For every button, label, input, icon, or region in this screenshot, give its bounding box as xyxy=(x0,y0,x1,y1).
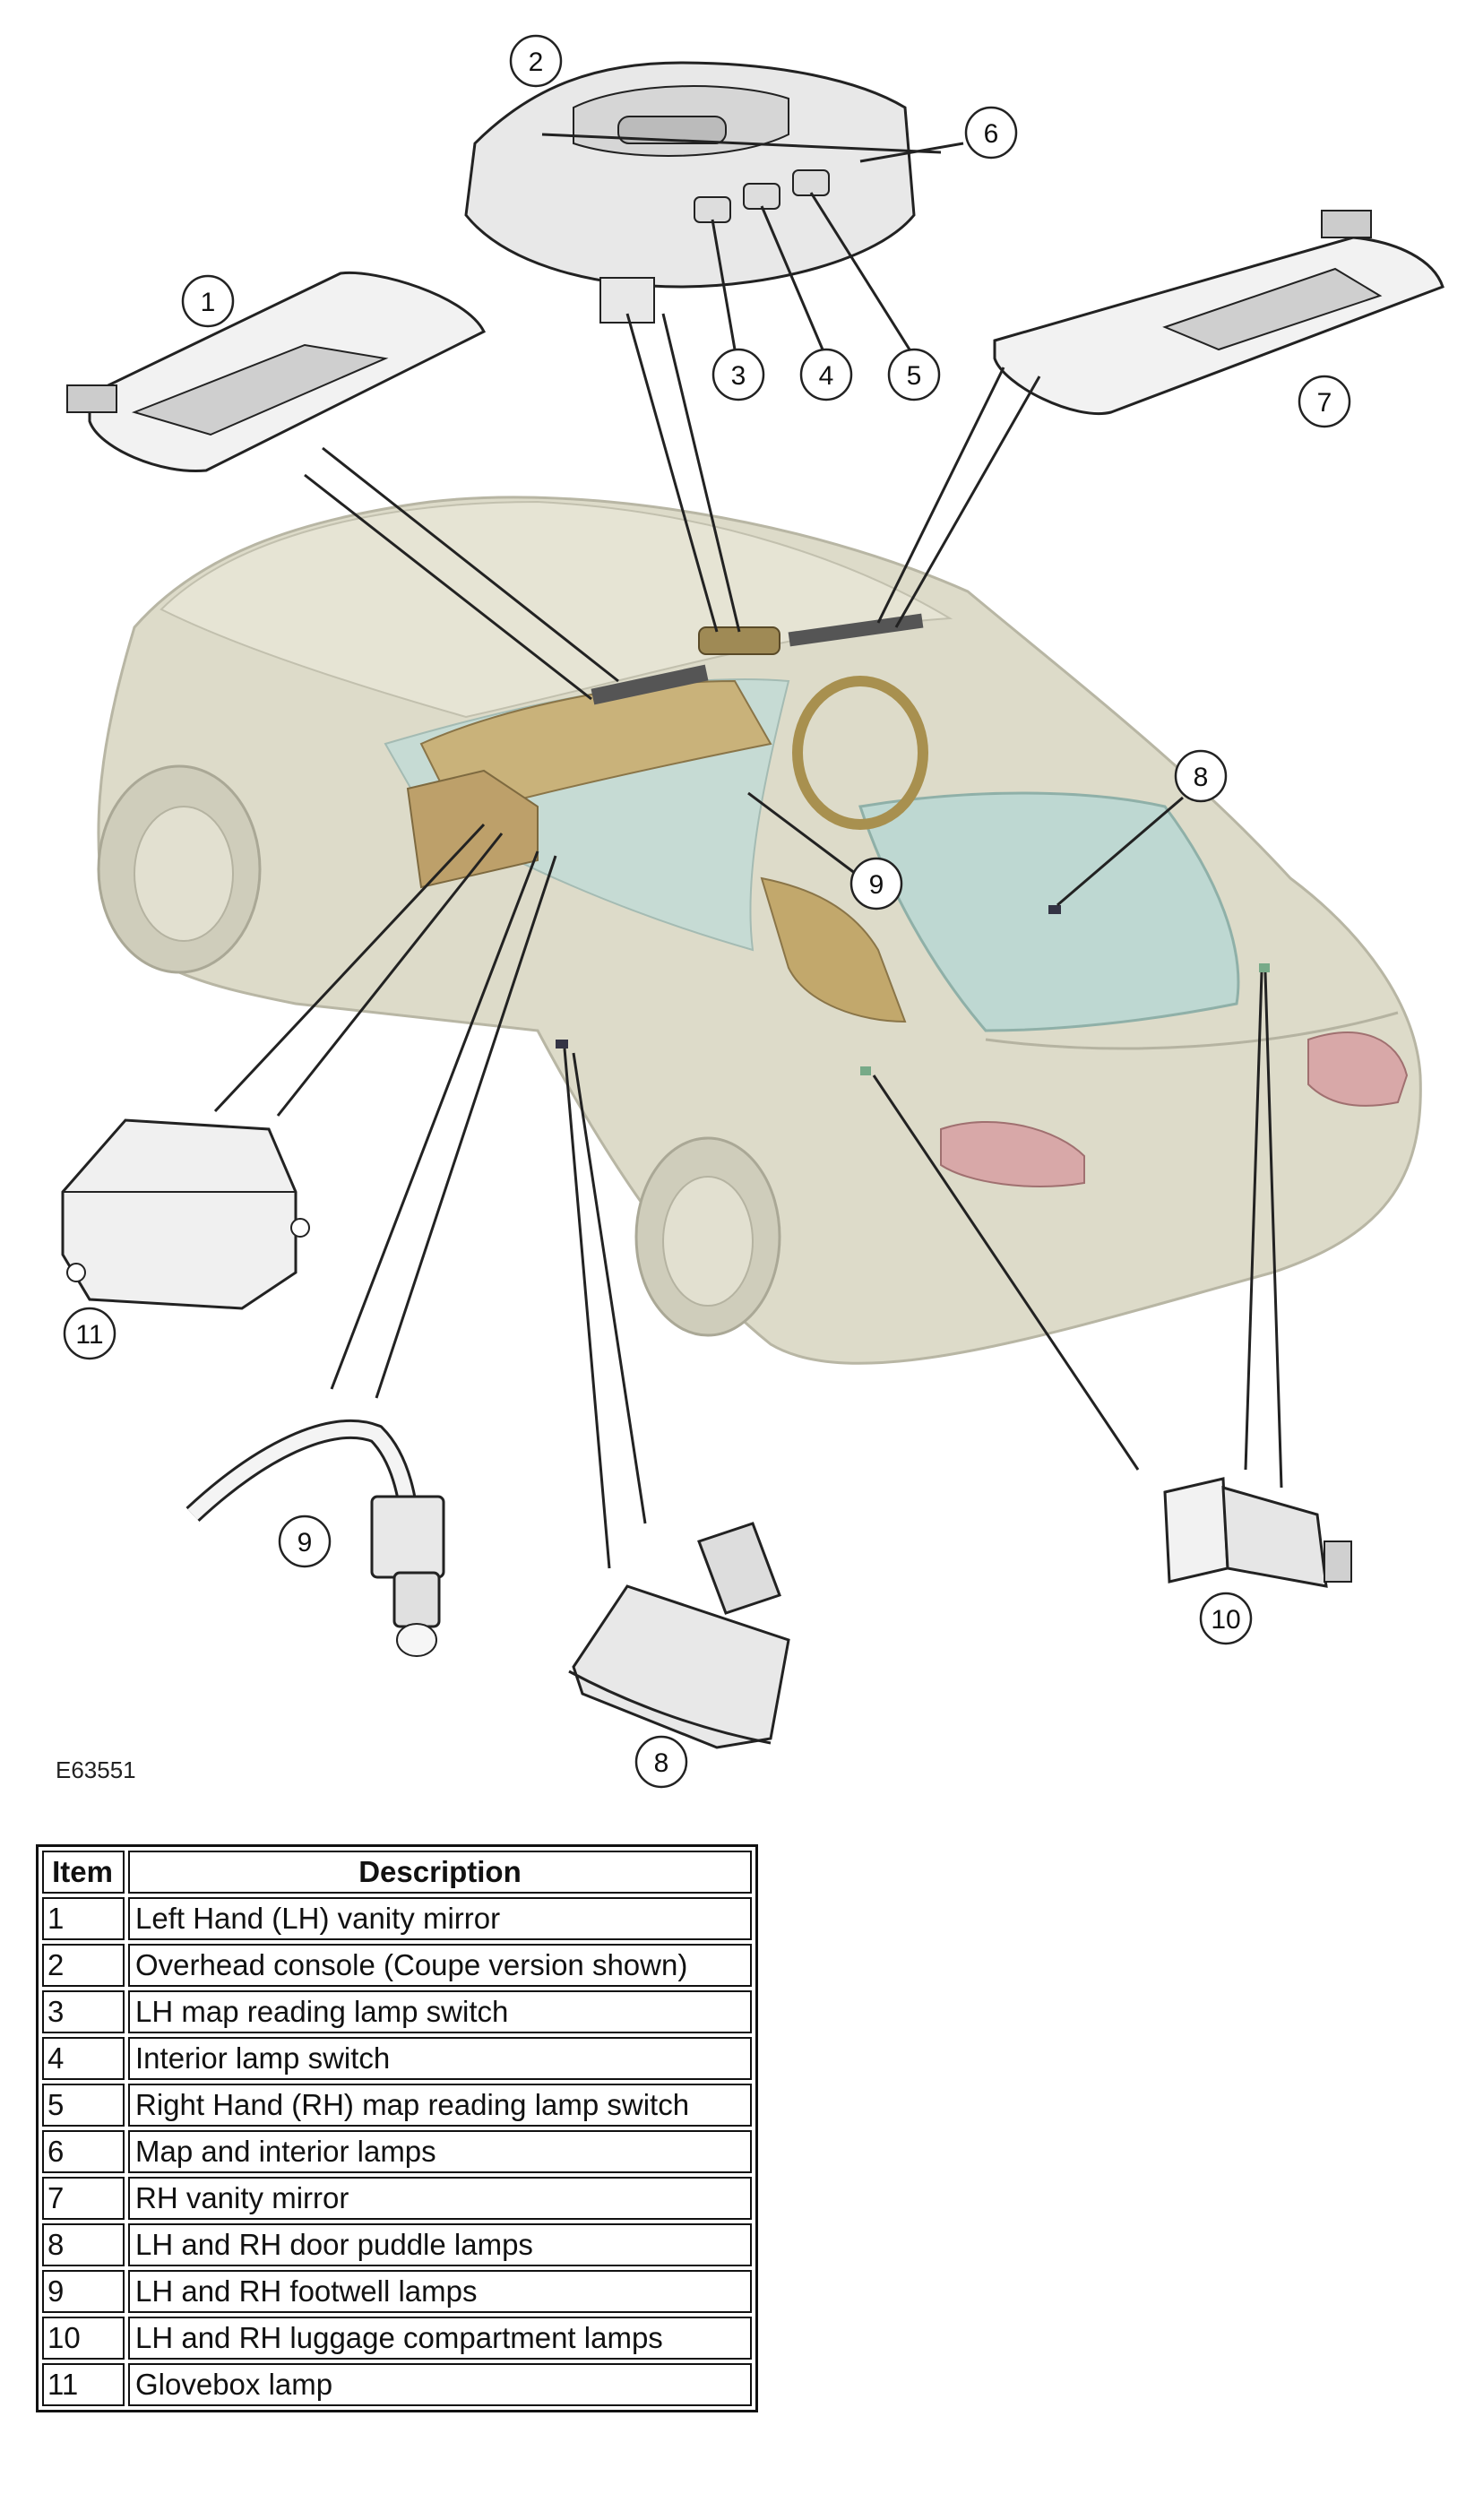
lh-visor-location xyxy=(591,664,709,705)
car-body xyxy=(97,496,1422,1365)
svg-text:2: 2 xyxy=(529,47,544,77)
svg-text:9: 9 xyxy=(869,870,884,900)
item-number: 6 xyxy=(42,2130,125,2173)
svg-text:1: 1 xyxy=(201,288,216,317)
leader-lines xyxy=(213,133,1283,1569)
footwell-lamp xyxy=(185,1419,445,1657)
item-description: Interior lamp switch xyxy=(128,2037,752,2080)
callout-1: 1 xyxy=(181,274,235,328)
item-number: 9 xyxy=(42,2270,125,2313)
item-description: LH map reading lamp switch xyxy=(128,1990,752,2033)
center-console xyxy=(760,876,907,1023)
item-number: 5 xyxy=(42,2084,125,2127)
item-description: RH vanity mirror xyxy=(128,2177,752,2220)
callout-5: 5 xyxy=(887,348,941,401)
svg-text:6: 6 xyxy=(984,119,999,149)
rh-vanity-mirror xyxy=(993,210,1444,415)
callout-11: 11 xyxy=(63,1307,116,1360)
item-description: Left Hand (LH) vanity mirror xyxy=(128,1897,752,1940)
item-description: LH and RH luggage compartment lamps xyxy=(128,2317,752,2360)
lh-map-lamp-switch-part xyxy=(694,196,731,223)
svg-text:8: 8 xyxy=(654,1748,669,1778)
item-description: Map and interior lamps xyxy=(128,2130,752,2173)
callout-6: 6 xyxy=(964,106,1018,160)
svg-text:7: 7 xyxy=(1317,388,1332,418)
glovebox-area xyxy=(406,769,539,889)
item-number: 2 xyxy=(42,1944,125,1987)
item-description: Right Hand (RH) map reading lamp switch xyxy=(128,2084,752,2127)
glovebox-lamp xyxy=(61,1118,310,1310)
door-puddle-lamp-marker xyxy=(556,1040,568,1049)
interior-lighting-diagram: 1 2 3 4 5 6 7 8 9 11 9 8 10 xyxy=(61,34,1444,1789)
rh-visor-location xyxy=(788,613,924,647)
car-illustration xyxy=(97,496,1422,1365)
item-description: LH and RH door puddle lamps xyxy=(128,2223,752,2266)
item-number: 7 xyxy=(42,2177,125,2220)
callout-8: 8 xyxy=(634,1735,688,1789)
svg-text:3: 3 xyxy=(731,361,746,391)
rh-map-lamp-switch-part xyxy=(792,169,830,196)
item-number: 1 xyxy=(42,1897,125,1940)
svg-text:8: 8 xyxy=(1194,763,1209,792)
interior-lamp-switch-part xyxy=(743,183,780,210)
dashboard xyxy=(419,679,772,817)
callout-2: 2 xyxy=(509,34,563,88)
item-description: Glovebox lamp xyxy=(128,2363,752,2406)
item-description: Overhead console (Coupe version shown) xyxy=(128,1944,752,1987)
item-number: 8 xyxy=(42,2223,125,2266)
item-number: 10 xyxy=(42,2317,125,2360)
callout-4: 4 xyxy=(799,348,853,401)
callout-9: 9 xyxy=(278,1515,332,1568)
callout-10: 10 xyxy=(1199,1592,1253,1645)
item-number: 3 xyxy=(42,1990,125,2033)
item-number: 11 xyxy=(42,2363,125,2406)
figure-id: E63551 xyxy=(56,1756,136,1783)
callout-7: 7 xyxy=(1298,375,1351,428)
callouts: 1 2 3 4 5 6 7 8 9 11 9 8 10 xyxy=(63,34,1351,1789)
lh-vanity-mirror xyxy=(66,271,487,473)
table-header-row: Item Description xyxy=(42,1851,752,1894)
overhead-console xyxy=(464,61,916,324)
svg-text:11: 11 xyxy=(75,1320,103,1350)
callout-3: 3 xyxy=(711,348,765,401)
callout-8-car: 8 xyxy=(1174,749,1228,803)
item-description: LH and RH footwell lamps xyxy=(128,2270,752,2313)
svg-text:10: 10 xyxy=(1211,1605,1240,1635)
door-puddle-lamp xyxy=(568,1522,790,1749)
luggage-compartment-lamp xyxy=(1163,1477,1352,1588)
lh-tail-lamp xyxy=(1307,1031,1409,1107)
car-roof xyxy=(160,500,953,719)
description-header: Description xyxy=(128,1851,752,1894)
svg-text:9: 9 xyxy=(298,1528,313,1558)
steering-wheel xyxy=(792,676,928,830)
callout-9-car: 9 xyxy=(849,857,903,910)
svg-text:4: 4 xyxy=(819,361,834,391)
svg-text:5: 5 xyxy=(907,361,922,391)
rh-tail-lamp xyxy=(940,1120,1085,1187)
item-number: 4 xyxy=(42,2037,125,2080)
item-header: Item xyxy=(42,1851,125,1894)
